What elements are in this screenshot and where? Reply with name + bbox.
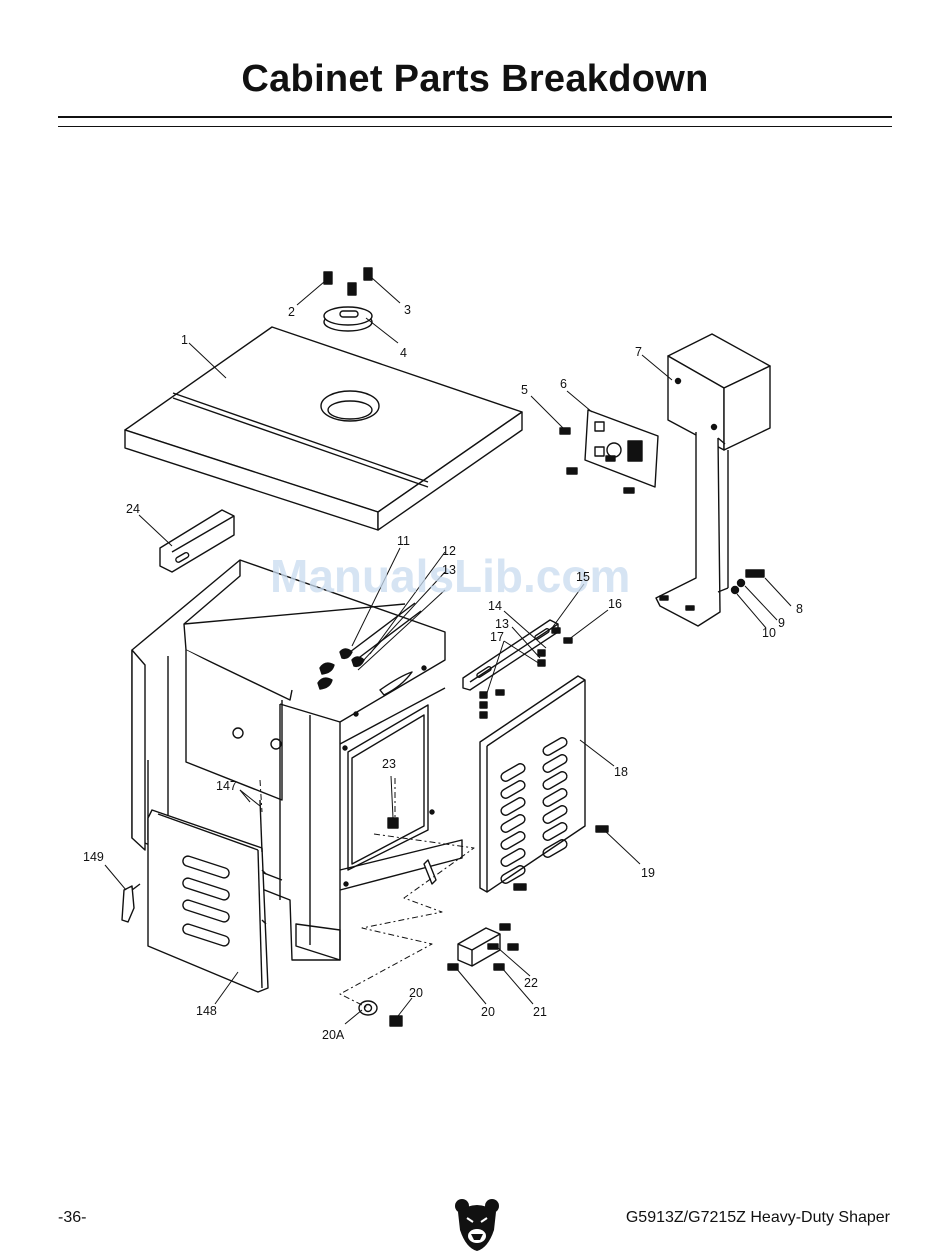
callout-20-nut: 20 — [409, 986, 423, 1000]
callout-20A: 20A — [322, 1028, 345, 1042]
callout-18: 18 — [614, 765, 628, 779]
callout-9: 9 — [778, 616, 785, 630]
callout-2: 2 — [288, 305, 295, 319]
callout-23: 23 — [382, 757, 396, 771]
callout-148: 148 — [196, 1004, 217, 1018]
callout-8: 8 — [796, 602, 803, 616]
callout-21: 21 — [533, 1005, 547, 1019]
callout-20-lower: 20 — [481, 1005, 495, 1019]
part-switch-box-arm — [656, 334, 770, 626]
callout-1: 1 — [181, 333, 188, 347]
part-vent-panel — [480, 676, 608, 892]
bear-logo-icon — [452, 1196, 502, 1252]
callout-13-upper: 13 — [442, 563, 456, 577]
callout-13-lower: 13 — [495, 617, 509, 631]
callout-10: 10 — [762, 626, 776, 640]
callout-6: 6 — [560, 377, 567, 391]
part-cabinet-top — [125, 327, 522, 530]
part-switch-plate — [560, 410, 658, 493]
part-bracket-24 — [160, 510, 234, 572]
callout-11: 11 — [397, 534, 410, 548]
callout-16: 16 — [608, 597, 622, 611]
callout-147: 147 — [216, 779, 237, 793]
callout-3: 3 — [404, 303, 411, 317]
part-handle — [122, 884, 140, 922]
footer-model: G5913Z/G7215Z Heavy-Duty Shaper — [626, 1209, 890, 1227]
callout-17: 17 — [490, 630, 504, 644]
callout-24: 24 — [126, 502, 140, 516]
callout-7: 7 — [635, 345, 642, 359]
callout-14: 14 — [488, 599, 502, 613]
callout-12: 12 — [442, 544, 456, 558]
callout-22: 22 — [524, 976, 538, 990]
callout-4: 4 — [400, 346, 407, 360]
callout-149: 149 — [83, 850, 104, 864]
callout-15: 15 — [576, 570, 590, 584]
part-insert-ring — [324, 268, 372, 331]
callout-19: 19 — [641, 866, 655, 880]
page-number: -36- — [58, 1209, 86, 1227]
callout-5: 5 — [521, 383, 528, 397]
